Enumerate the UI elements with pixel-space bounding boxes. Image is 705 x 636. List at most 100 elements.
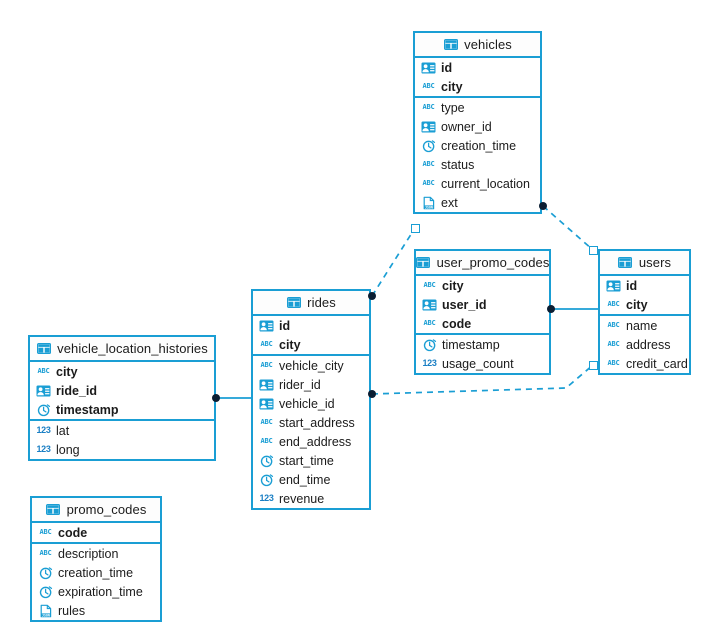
field-row[interactable]: ABC name [600, 316, 689, 335]
table-icon [618, 255, 633, 270]
field-row[interactable]: id [415, 58, 540, 77]
field-row[interactable]: 123 revenue [253, 489, 369, 508]
field-name: start_time [279, 453, 334, 468]
field-name: id [626, 278, 638, 293]
field-row[interactable]: user_id [416, 295, 549, 314]
field-row[interactable]: end_time [253, 470, 369, 489]
field-row[interactable]: ABC end_address [253, 432, 369, 451]
timestamp-type-icon [422, 337, 437, 352]
field-name: lat [56, 423, 70, 438]
field-name: creation_time [58, 565, 134, 580]
field-name: long [56, 442, 80, 457]
field-name: name [626, 318, 658, 333]
numeric-type-icon: 123 [259, 493, 274, 503]
field-name: user_id [442, 297, 487, 312]
text-type-icon: ABC [607, 321, 620, 329]
field-row[interactable]: start_time [253, 451, 369, 470]
field-name: timestamp [442, 337, 500, 352]
field-name: timestamp [56, 402, 119, 417]
field-row[interactable]: 123 usage_count [416, 354, 549, 373]
field-row[interactable]: 123 lat [30, 421, 214, 440]
relationship-line-rel-rides-vehicles [371, 227, 416, 297]
table-title[interactable]: promo_codes [32, 498, 160, 523]
table-title[interactable]: vehicle_location_histories [30, 337, 214, 362]
field-name: revenue [279, 491, 325, 506]
table-name: users [638, 255, 672, 270]
timestamp-type-icon [36, 402, 51, 417]
field-name: end_address [279, 434, 352, 449]
field-row[interactable]: ABC code [416, 314, 549, 333]
text-type-icon: ABC [423, 281, 436, 289]
text-type-icon: ABC [260, 361, 273, 369]
text-type-icon: ABC [423, 319, 436, 327]
field-row[interactable]: vehicle_id [253, 394, 369, 413]
table-title[interactable]: user_promo_codes [416, 251, 549, 276]
table-title[interactable]: users [600, 251, 689, 276]
text-type-icon: ABC [39, 528, 52, 536]
relationship-line-rel-vehicles-users [542, 205, 594, 251]
field-row[interactable]: ABC type [415, 98, 540, 117]
field-name: usage_count [442, 356, 514, 371]
text-type-icon: ABC [260, 437, 273, 445]
field-row[interactable]: timestamp [30, 400, 214, 419]
field-row[interactable]: timestamp [416, 335, 549, 354]
one-endpoint-square [588, 245, 598, 255]
table-name: vehicles [464, 37, 512, 52]
field-row[interactable]: id [253, 316, 369, 335]
field-row[interactable]: ride_id [30, 381, 214, 400]
field-name: type [441, 100, 465, 115]
field-name: description [58, 546, 119, 561]
field-row[interactable]: expiration_time [32, 582, 160, 601]
timestamp-type-icon [259, 472, 274, 487]
field-row[interactable]: creation_time [415, 136, 540, 155]
text-type-icon: ABC [422, 103, 435, 111]
field-row[interactable]: id [600, 276, 689, 295]
numeric-type-icon: 123 [422, 358, 437, 368]
table-title[interactable]: rides [253, 291, 369, 316]
field-name: vehicle_id [279, 396, 335, 411]
field-row[interactable]: owner_id [415, 117, 540, 136]
primary-key-icon [36, 383, 51, 398]
one-endpoint-square [410, 223, 420, 233]
primary-key-icon [259, 318, 274, 333]
field-row[interactable]: ABC start_address [253, 413, 369, 432]
primary-key-icon [259, 396, 274, 411]
text-type-icon: ABC [260, 418, 273, 426]
primary-key-icon [259, 377, 274, 392]
table-name: user_promo_codes [436, 255, 550, 270]
field-row[interactable]: rider_id [253, 375, 369, 394]
primary-key-icon [421, 119, 436, 134]
table-title[interactable]: vehicles [415, 33, 540, 58]
field-name: ride_id [56, 383, 97, 398]
field-name: code [442, 316, 472, 331]
numeric-type-icon: 123 [36, 425, 51, 435]
field-name: start_address [279, 415, 355, 430]
field-row[interactable]: creation_time [32, 563, 160, 582]
text-type-icon: ABC [607, 340, 620, 348]
